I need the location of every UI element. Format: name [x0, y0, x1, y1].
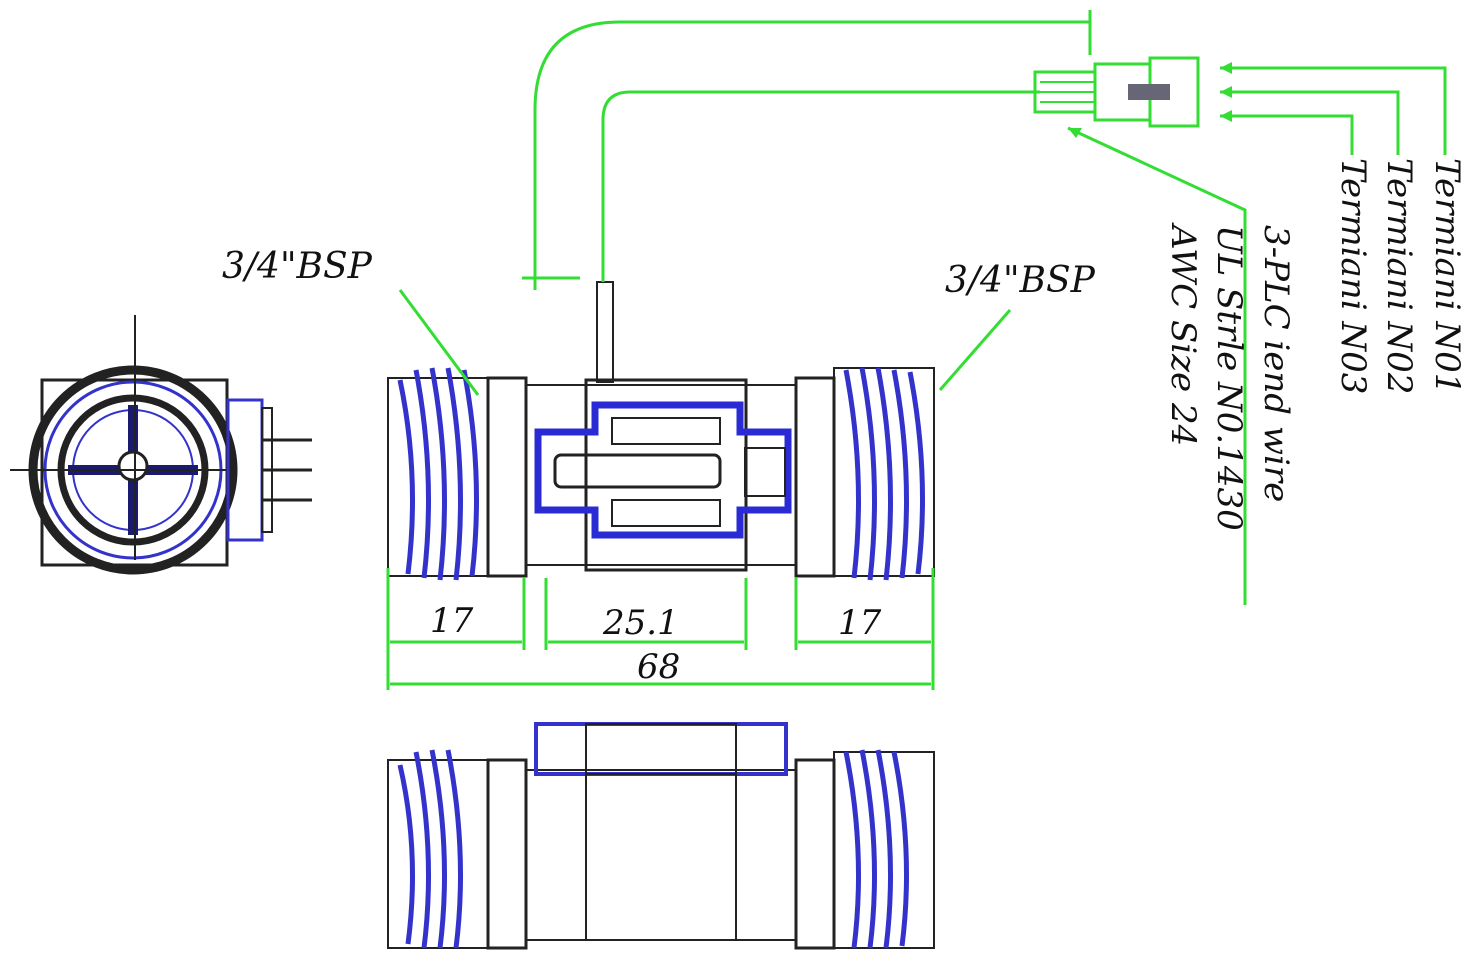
wire-info-leader: [1067, 126, 1247, 605]
dim-left-thread: 17: [430, 601, 474, 641]
terminal-label-1: Termiani N01: [1427, 158, 1467, 394]
wire-info-line-2: UL Strle N0.1430: [1209, 225, 1249, 531]
bsp-left-leader: [398, 289, 480, 396]
bsp-right-leader: [938, 309, 1012, 391]
wire-info-line-1: 3-PLC iend wire: [1256, 225, 1296, 502]
top-view: [387, 281, 935, 581]
dim-body: 25.1: [602, 603, 679, 643]
terminal-leaders: [1220, 62, 1447, 155]
bsp-right-label: 3/4"BSP: [945, 260, 1096, 301]
side-view: [387, 722, 935, 950]
wire-lines: [522, 10, 1092, 290]
right-thread-coils: [843, 367, 925, 581]
terminal-label-3: Termiani N03: [1333, 158, 1373, 394]
dimension-lines: [386, 568, 935, 690]
end-view: [10, 315, 312, 575]
left-thread-coils: [397, 367, 479, 581]
bsp-left-label: 3/4"BSP: [222, 246, 373, 287]
dim-right-thread: 17: [838, 603, 882, 643]
terminal-label-2: Termiani N02: [1379, 158, 1419, 394]
dim-overall: 68: [637, 647, 680, 687]
connector: [1033, 56, 1200, 128]
wire-info-line-3: AWC Size 24: [1163, 222, 1203, 446]
